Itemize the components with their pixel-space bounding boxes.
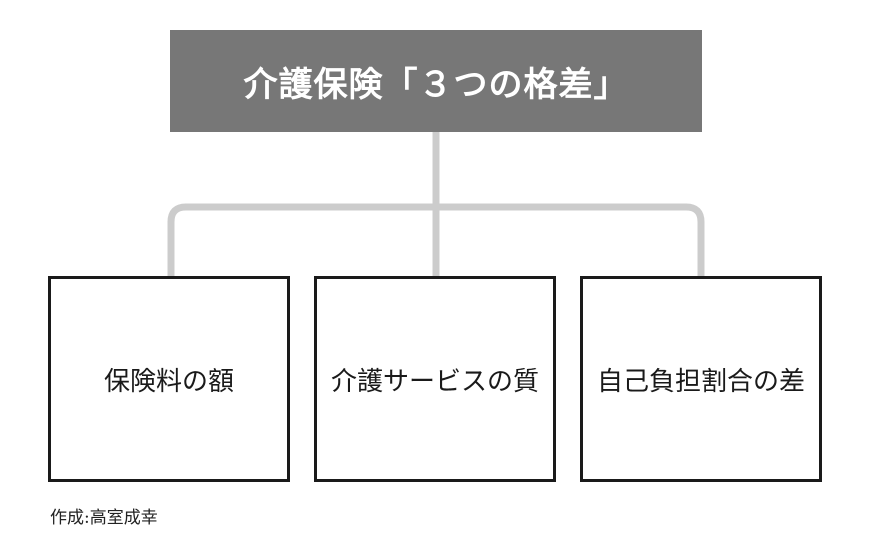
box-service-quality: 介護サービスの質	[314, 276, 556, 482]
box-label: 自己負担割合の差	[596, 366, 805, 397]
box-label: 介護サービスの質	[330, 366, 539, 397]
box-insurance-premium: 保険料の額	[48, 276, 290, 482]
diagram-title: 介護保険「３つの格差」	[243, 64, 629, 105]
diagram-title-box: 介護保険「３つの格差」	[170, 30, 702, 132]
box-label: 保険料の額	[103, 366, 234, 397]
author-credit: 作成:高室成幸	[50, 508, 158, 528]
connector-bracket	[167, 203, 705, 276]
box-copayment-ratio: 自己負担割合の差	[580, 276, 822, 482]
